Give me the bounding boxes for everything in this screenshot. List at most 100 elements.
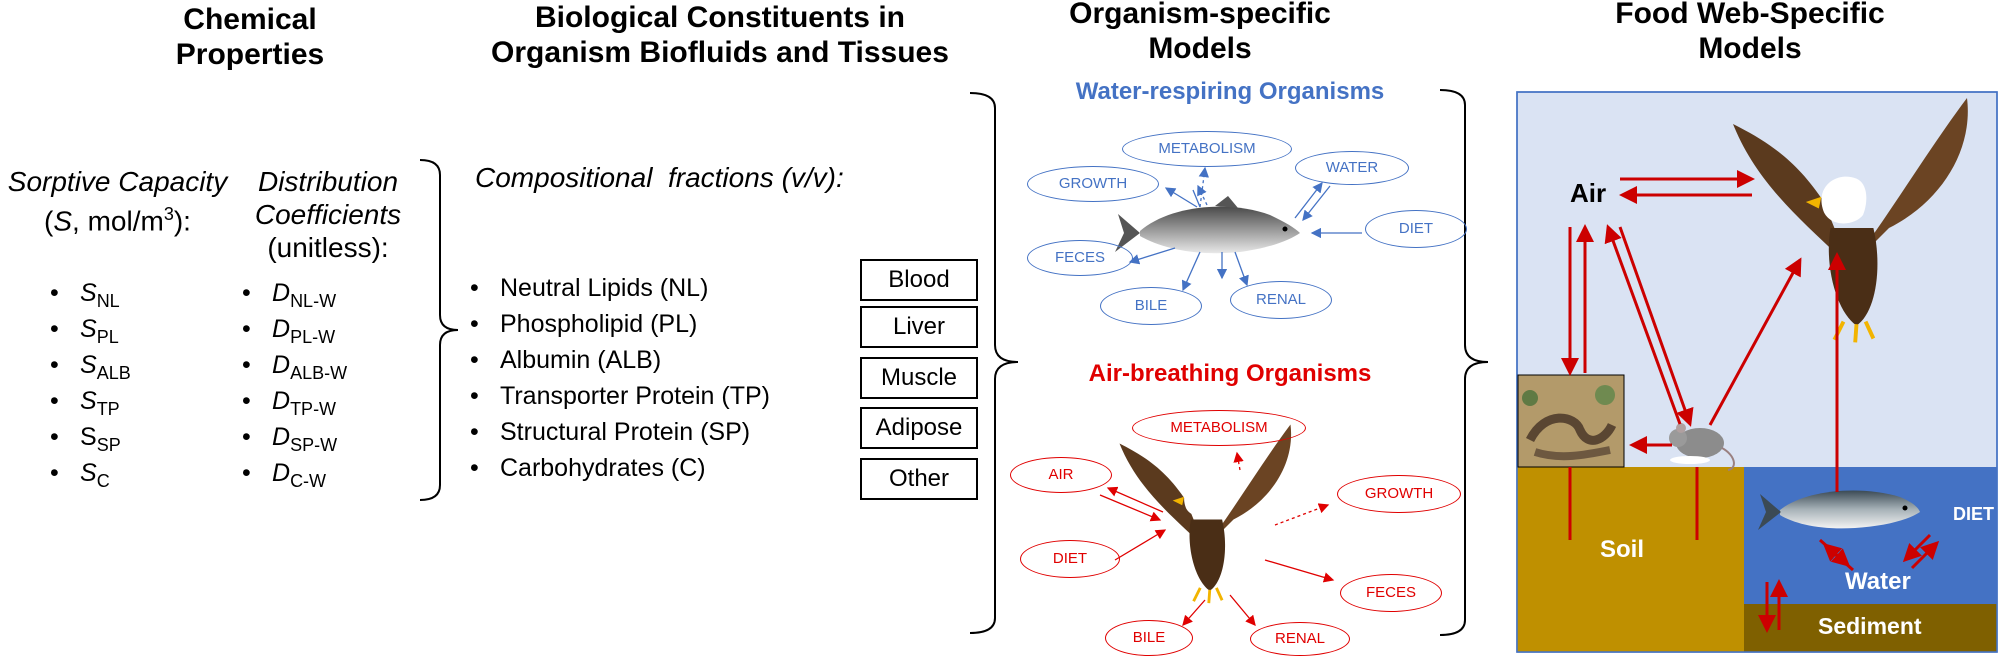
mouse-illustration: [1669, 423, 1735, 471]
heading-biological-constituents: Biological Constituents in Organism Biof…: [450, 0, 990, 70]
subscript: PL: [96, 327, 119, 347]
subscript: SP-W: [290, 435, 338, 455]
arrow-air-out: [1106, 486, 1164, 513]
arrow-diet-out: [1910, 540, 1940, 570]
paren: ):: [173, 205, 191, 237]
air-breathing-title: Air-breathing Organisms: [1088, 360, 1372, 387]
list-item: •SALB: [50, 351, 131, 383]
arrow-water-to-fish: [1822, 543, 1854, 572]
heading-line: Models: [1698, 32, 1802, 65]
process-feces: FECES: [1340, 574, 1442, 612]
process-bile: BILE: [1100, 287, 1202, 325]
list-item-label: Structural Protein (SP): [500, 418, 751, 446]
symbol: D: [272, 351, 291, 379]
label-diet: DIET: [1953, 504, 1995, 524]
list-item: •SSP: [50, 423, 121, 455]
symbol: D: [272, 279, 291, 307]
list-item: •DNL-W: [242, 279, 337, 311]
heading-line: Biological Constituents in: [534, 1, 905, 34]
symbol: S: [80, 351, 97, 379]
list-item: •STP: [50, 387, 120, 419]
arrow-diet-in: [1902, 533, 1932, 563]
arrow-water-out: [1294, 181, 1323, 219]
subscript: TP: [96, 399, 120, 419]
distribution-title-line3: (unitless):: [267, 232, 389, 263]
compositional-list: •Neutral Lipids (NL) •Phospholipid (PL) …: [470, 270, 770, 486]
list-item: •Phospholipid (PL): [470, 310, 698, 338]
list-item-label: Phospholipid (PL): [500, 310, 698, 338]
process-air: AIR: [1010, 457, 1112, 493]
water-respiring-title: Water-respiring Organisms: [1075, 78, 1385, 105]
symbol: S: [80, 423, 97, 451]
process-bile: BILE: [1105, 620, 1193, 656]
list-item: •Carbohydrates (C): [470, 454, 706, 482]
arrow-growth-2: [1164, 187, 1198, 208]
salmon-illustration: [1758, 490, 1920, 530]
list-item-label: Carbohydrates (C): [500, 454, 706, 482]
tissue-box-muscle: Muscle: [860, 357, 978, 399]
heading-line: Organism-specific: [1069, 0, 1331, 30]
unit-exponent: 3: [163, 204, 174, 224]
list-item: •Structural Protein (SP): [470, 418, 751, 446]
arrow-water-in: [1302, 185, 1331, 222]
tissue-box-other: Other: [860, 458, 978, 500]
sorptive-title-line1: Sorptive Capacity: [7, 166, 228, 197]
arrow-metabolism: [1198, 166, 1210, 208]
subscript: ALB: [96, 363, 131, 383]
heading-line: Models: [1148, 32, 1252, 65]
process-diet: DIET: [1020, 540, 1120, 578]
sorptive-list: •SNL •SPL •SALB •STP •SSP •SC: [50, 275, 131, 491]
process-renal: RENAL: [1230, 281, 1332, 319]
distribution-coefficients-title: Distribution Coefficients (unitless):: [238, 165, 418, 264]
tissue-box-blood: Blood: [860, 259, 978, 301]
heading-organism-specific-models: Organism-specific Models: [1050, 0, 1350, 66]
subscript: SP: [96, 435, 121, 455]
symbol: S: [80, 459, 97, 487]
list-item-label: Transporter Protein (TP): [500, 382, 770, 410]
sorptive-title-line2: (S, mol/m3):: [0, 198, 235, 237]
list-item: •DTP-W: [242, 387, 337, 419]
arrow-air-to-mouse: [1618, 226, 1694, 427]
tissue-box-adipose: Adipose: [860, 407, 978, 449]
list-item: •DSP-W: [242, 423, 338, 455]
arrow-bile: [1182, 599, 1206, 626]
list-item-label: Neutral Lipids (NL): [500, 274, 709, 302]
process-growth: GROWTH: [1337, 475, 1461, 513]
arrow-feces: [1264, 559, 1335, 583]
process-renal: RENAL: [1250, 622, 1350, 656]
arrow-diet: [1114, 529, 1167, 561]
subscript: NL: [96, 291, 120, 311]
arrow-mouse-to-air: [1604, 224, 1682, 425]
process-water: WATER: [1295, 151, 1409, 185]
subscript: ALB-W: [290, 363, 348, 383]
arrow-air-in: [1099, 494, 1162, 522]
foodweb-frame: [1516, 91, 1998, 653]
process-metabolism: METABOLISM: [1122, 131, 1292, 167]
heading-line: Organism Biofluids and Tissues: [491, 36, 949, 69]
heading-line: Properties: [175, 38, 325, 71]
symbol: S: [80, 279, 97, 307]
arrow-metabolism: [1233, 451, 1244, 471]
symbol: D: [272, 423, 291, 451]
arrow-renal: [1229, 594, 1256, 626]
symbol: D: [272, 459, 291, 487]
fish-illustration: [1115, 196, 1300, 254]
paren: (: [44, 205, 54, 237]
subscript: NL-W: [290, 291, 337, 311]
symbol-s: S: [53, 205, 73, 237]
label-sediment: Sediment: [1818, 613, 1922, 639]
arrow-feces: [1128, 247, 1176, 265]
arrow-mouse-to-eagle: [1708, 257, 1802, 426]
soil-compartment: [1517, 467, 1744, 652]
bracket-foodweb: [1439, 89, 1489, 636]
subscript: C: [96, 471, 110, 491]
distribution-title-line2: Coefficients: [254, 199, 402, 230]
heading-line: Chemical: [183, 3, 317, 36]
symbol: D: [272, 315, 291, 343]
bracket-chemical: [419, 159, 459, 501]
label-water: Water: [1845, 568, 1911, 595]
list-item: •Neutral Lipids (NL): [470, 274, 709, 302]
arrow-growth: [1274, 503, 1330, 526]
distribution-list: •DNL-W •DPL-W •DALB-W •DTP-W •DSP-W •DC-…: [242, 275, 347, 491]
